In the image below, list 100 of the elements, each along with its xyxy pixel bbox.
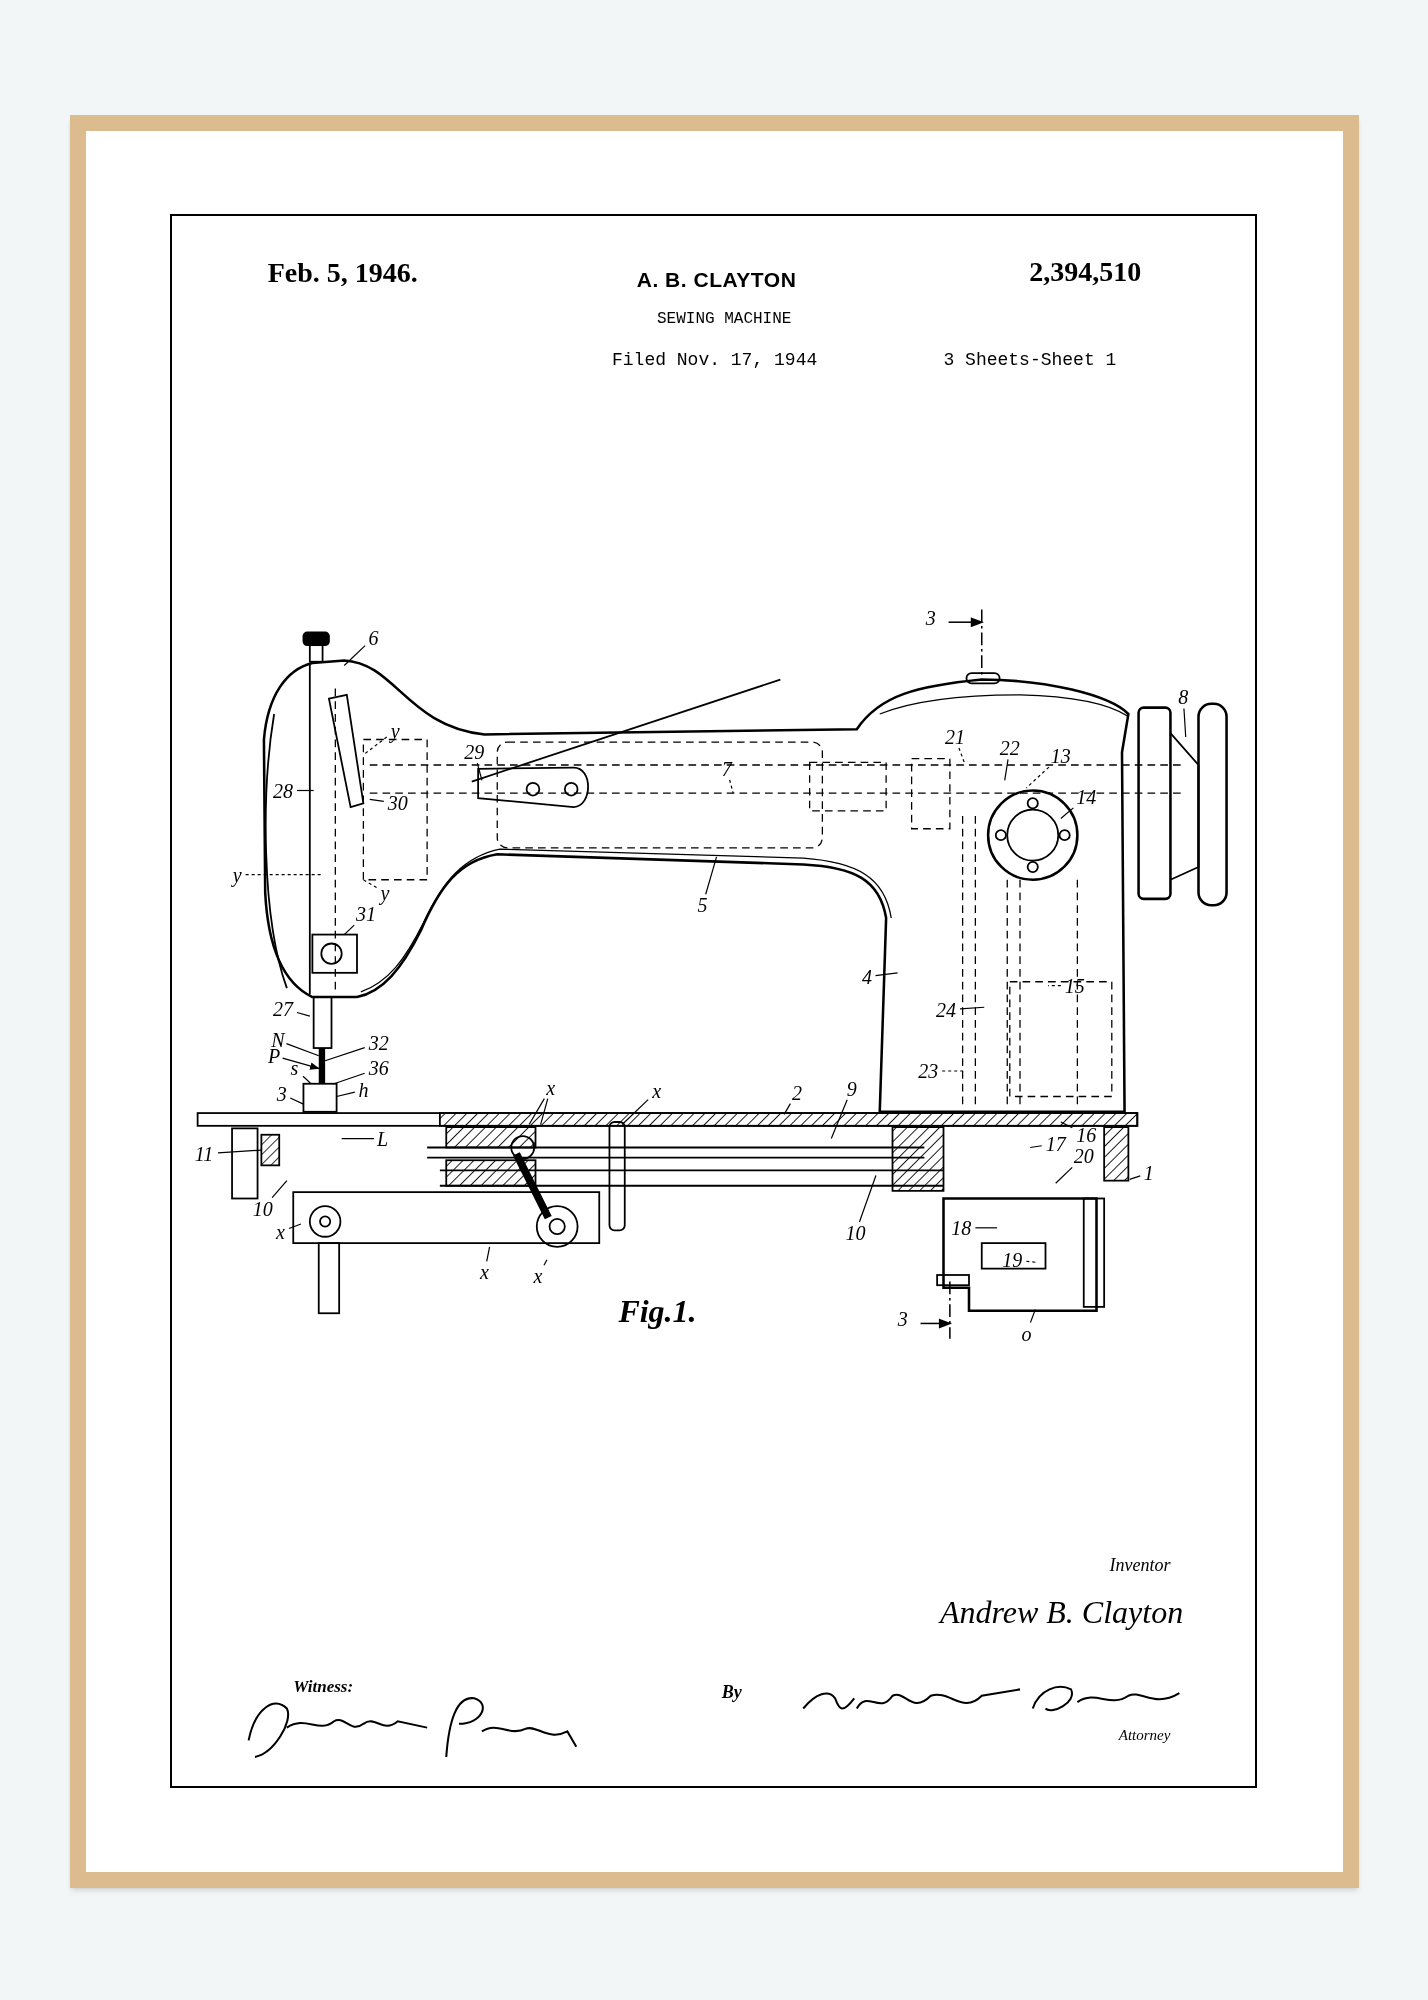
inventor-name: Andrew B. Clayton	[939, 1596, 1184, 1629]
leader-line	[621, 1099, 649, 1126]
leader-line	[1029, 1145, 1043, 1149]
callout-number: o	[1017, 1322, 1035, 1345]
callout-number: x	[529, 1265, 547, 1288]
leader-line	[543, 1259, 548, 1266]
leader-line	[1129, 1175, 1141, 1180]
leader-line	[858, 1174, 877, 1223]
leader-line	[1029, 1308, 1036, 1324]
leader-line	[245, 874, 322, 876]
callout-number: 10	[841, 1221, 870, 1244]
callout-number: 31	[351, 903, 380, 926]
callout-number: 5	[694, 894, 711, 917]
hatched-block-drawing	[260, 1133, 281, 1167]
callout-number: x	[476, 1261, 493, 1284]
leader-line	[1004, 758, 1009, 781]
patent-date: Feb. 5, 1946.	[267, 258, 418, 287]
callout-number: s	[286, 1057, 303, 1080]
leader-line	[271, 1180, 288, 1199]
leader-line	[296, 789, 315, 792]
callout-number: h	[354, 1079, 372, 1102]
callout-number: y	[386, 719, 404, 742]
needle-bar-slide-drawing	[311, 933, 358, 974]
callout-number: x	[648, 1080, 666, 1103]
leader-line	[362, 736, 388, 756]
callout-number: 17	[1041, 1132, 1070, 1155]
leader-line	[362, 879, 378, 889]
leader-line	[1055, 1166, 1073, 1184]
leader-line	[302, 1075, 312, 1085]
callout-number: 21	[940, 725, 969, 748]
leader-line	[528, 1097, 545, 1126]
callout-number: 11	[190, 1142, 218, 1165]
patent-number: 2,394,510	[1029, 257, 1142, 286]
leader-line	[874, 972, 899, 977]
callout-number: 23	[914, 1060, 943, 1082]
callout-number: 36	[364, 1057, 393, 1080]
leader-line	[476, 762, 483, 781]
callout-number: 1	[1140, 1162, 1158, 1184]
callout-number: 14	[1072, 785, 1101, 808]
leader-line	[336, 1091, 356, 1098]
figure-label: Fig.1.	[618, 1295, 697, 1328]
callout-number: 13	[1046, 745, 1075, 768]
section-number: 3	[925, 608, 936, 629]
callout-number: 20	[1069, 1145, 1098, 1168]
leader-line	[324, 1047, 366, 1062]
callout-number: 6	[365, 626, 383, 649]
leader-line	[1025, 1260, 1036, 1263]
sheet-number: 3 Sheets-Sheet 1	[943, 350, 1117, 369]
leader-line	[288, 1223, 302, 1230]
leader-line	[341, 1137, 375, 1140]
callout-number: 10	[248, 1197, 277, 1220]
by-caption: By	[721, 1683, 742, 1701]
leader-line	[333, 1072, 366, 1085]
leader-line	[974, 1227, 998, 1229]
callout-number: L	[374, 1127, 391, 1150]
leader-line	[285, 1043, 320, 1057]
callout-number: 22	[995, 737, 1024, 760]
callout-number: 18	[947, 1216, 976, 1239]
leader-line	[486, 1246, 491, 1263]
inventor-heading: A. B. CLAYTON	[636, 269, 797, 290]
leader-line	[959, 1006, 985, 1010]
inventor-caption: Inventor	[1109, 1555, 1171, 1574]
callout-number: 32	[364, 1031, 393, 1054]
leader-line	[289, 1097, 305, 1105]
callout-number: 24	[932, 998, 961, 1021]
callout-number: 9	[843, 1077, 861, 1100]
leader-line	[1060, 807, 1074, 820]
leader-line	[540, 1097, 549, 1126]
presser-foot-drawing	[302, 1082, 338, 1113]
leader-line	[1047, 985, 1062, 987]
leader-line	[1025, 766, 1050, 789]
callout-number: x	[272, 1220, 289, 1243]
leader-line	[296, 1011, 311, 1017]
leader-line	[830, 1099, 848, 1140]
leader-line	[369, 798, 385, 802]
callout-number: x	[542, 1076, 560, 1099]
leader-line	[282, 1057, 320, 1070]
callout-number: 3	[273, 1082, 291, 1105]
callout-number: 7	[718, 757, 736, 780]
callout-number: 29	[460, 741, 489, 764]
leader-line	[1060, 1121, 1073, 1129]
filing-date: Filed Nov. 17, 1944	[612, 350, 818, 369]
section-number: 3	[897, 1309, 908, 1330]
callout-number: y	[228, 863, 246, 886]
witness-caption: Witness:	[293, 1677, 354, 1695]
leader-line	[729, 779, 734, 794]
leader-line	[343, 924, 355, 936]
needle-drawing	[318, 1048, 326, 1084]
callout-number: y	[376, 881, 394, 904]
callout-number: 16	[1072, 1123, 1101, 1146]
leader-line	[783, 1103, 791, 1115]
leader-line	[1183, 707, 1187, 738]
callout-number: 28	[269, 779, 298, 802]
callout-number: 30	[383, 792, 412, 815]
callout-number: 8	[1174, 686, 1192, 709]
leader-line	[343, 645, 366, 667]
callout-number: 2	[788, 1081, 806, 1104]
callout-number: 27	[269, 997, 298, 1020]
attorney-caption: Attorney	[1118, 1727, 1171, 1743]
invention-title: SEWING MACHINE	[657, 311, 792, 328]
